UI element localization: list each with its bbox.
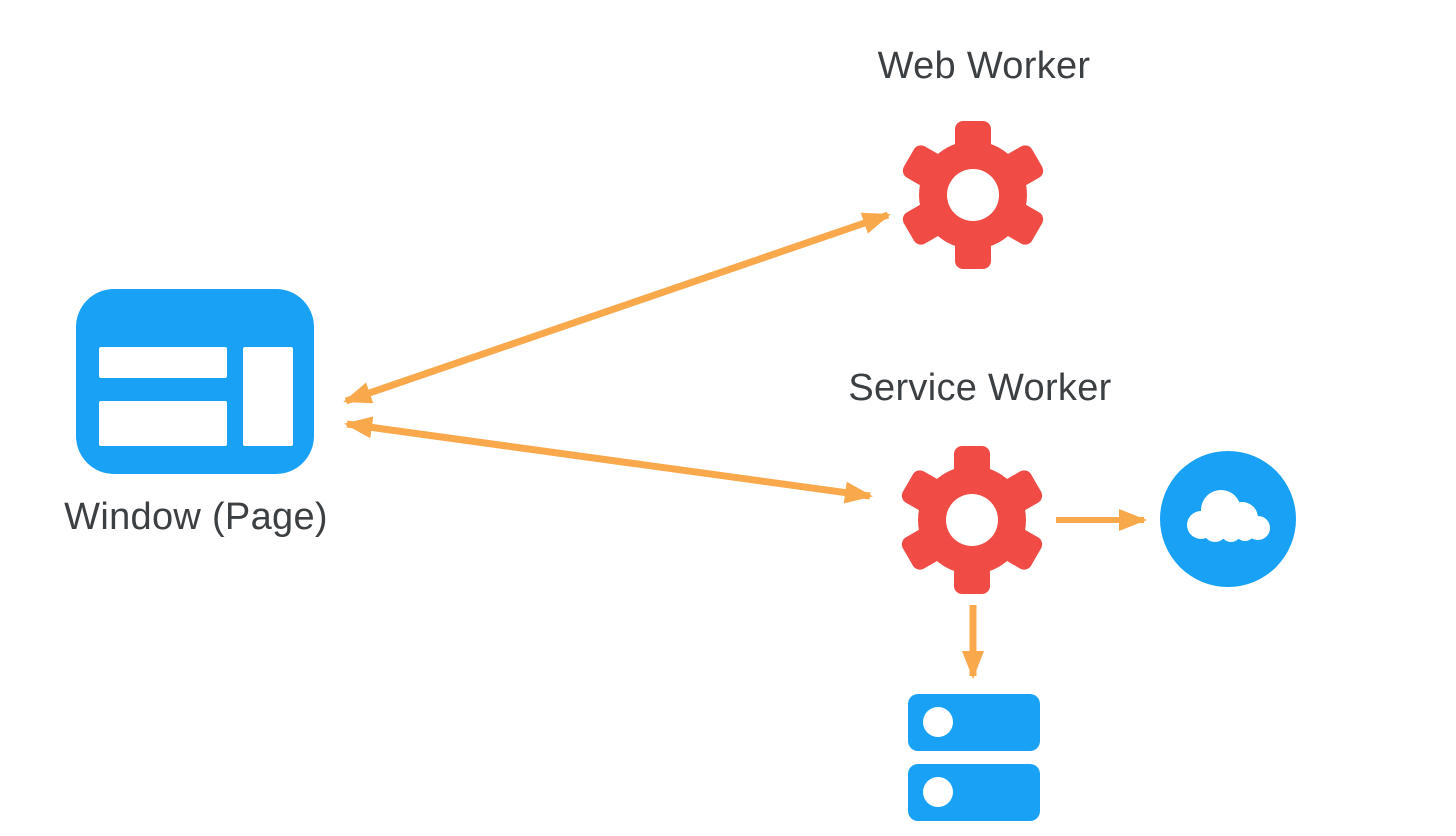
arrow-window-webworker <box>343 211 891 405</box>
service-worker-label: Service Worker <box>848 367 1112 409</box>
database-stack-icon <box>908 694 1040 821</box>
web-worker-gear-icon <box>902 121 1044 269</box>
service-worker-gear-icon <box>901 446 1043 594</box>
web-worker-label: Web Worker <box>877 45 1091 87</box>
arrow-window-serviceworker <box>344 416 873 504</box>
browser-window-icon <box>76 289 314 474</box>
cloud-icon <box>1160 451 1296 587</box>
window-label: Window (Page) <box>64 496 328 538</box>
